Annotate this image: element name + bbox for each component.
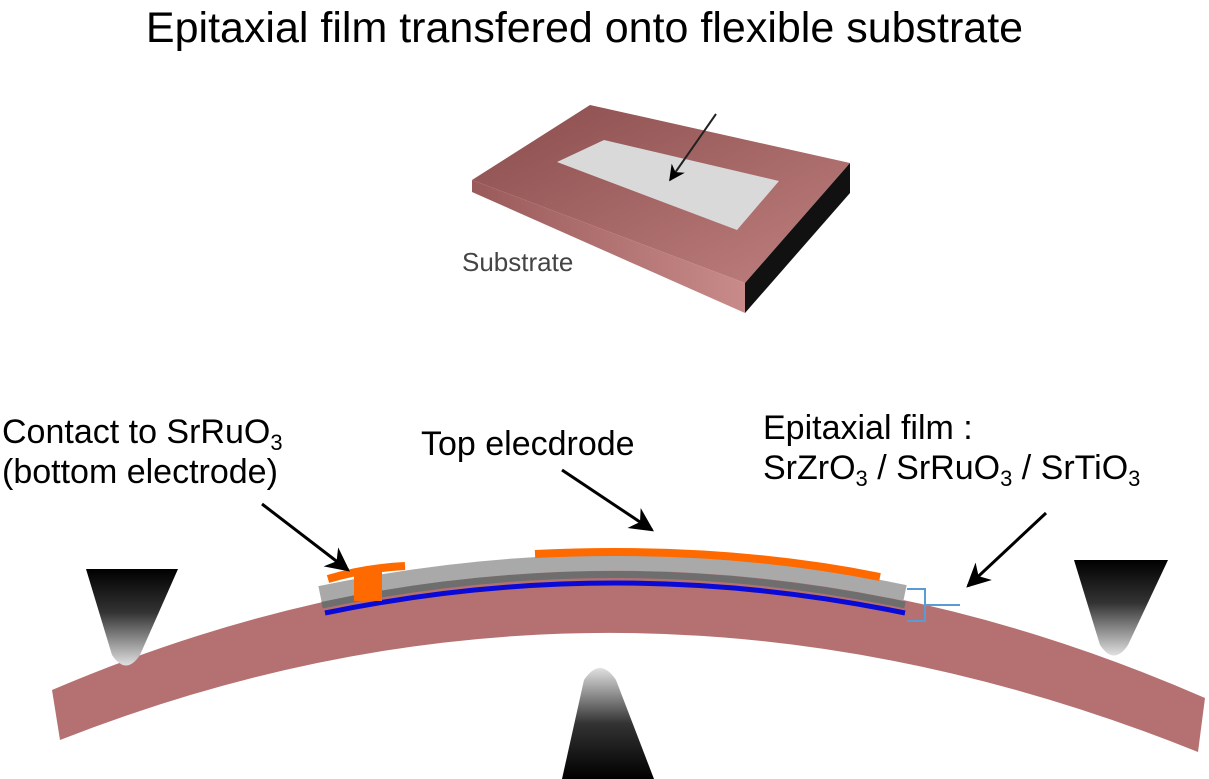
contact-pad <box>354 571 382 601</box>
diagram-title: Epitaxial film transfered onto flexible … <box>145 4 1024 52</box>
top-electrode-label: Top elecdrode <box>421 425 635 463</box>
center-tip <box>562 668 654 779</box>
contact-strip <box>326 562 406 583</box>
film-pointer-arrow <box>669 113 717 182</box>
contact-label-sub: 3 <box>270 430 283 455</box>
substrate-side-face <box>745 163 850 313</box>
film-arrow <box>966 511 1048 588</box>
film-label-formula: SrZrO3 / SrRuO3 / SrTiO3 <box>763 449 1141 491</box>
epitaxial-film <box>318 554 907 602</box>
contact-label: Contact to SrRuO3 (bottom electrode) <box>2 412 283 492</box>
substrate-block: Substrate <box>462 105 850 313</box>
substrate-front-face <box>472 180 745 313</box>
left-tip <box>86 569 178 666</box>
contact-label-line1: Contact to SrRuO <box>2 413 271 451</box>
flexible-substrate <box>52 569 1205 752</box>
dark-gray-layer <box>321 571 906 609</box>
film-on-substrate <box>557 140 779 230</box>
top-electrode <box>534 548 881 581</box>
substrate-label: Substrate <box>462 247 573 277</box>
film-label-line1: Epitaxial film : <box>763 409 973 447</box>
contact-label-line2: (bottom electrode) <box>2 453 278 491</box>
top-electrode-arrow <box>561 468 654 532</box>
bottom-blue-layer <box>324 580 906 616</box>
right-tip <box>1074 560 1168 656</box>
contact-arrow <box>261 502 350 572</box>
film-label: Epitaxial film : SrZrO3 / SrRuO3 / SrTiO… <box>763 408 1141 491</box>
